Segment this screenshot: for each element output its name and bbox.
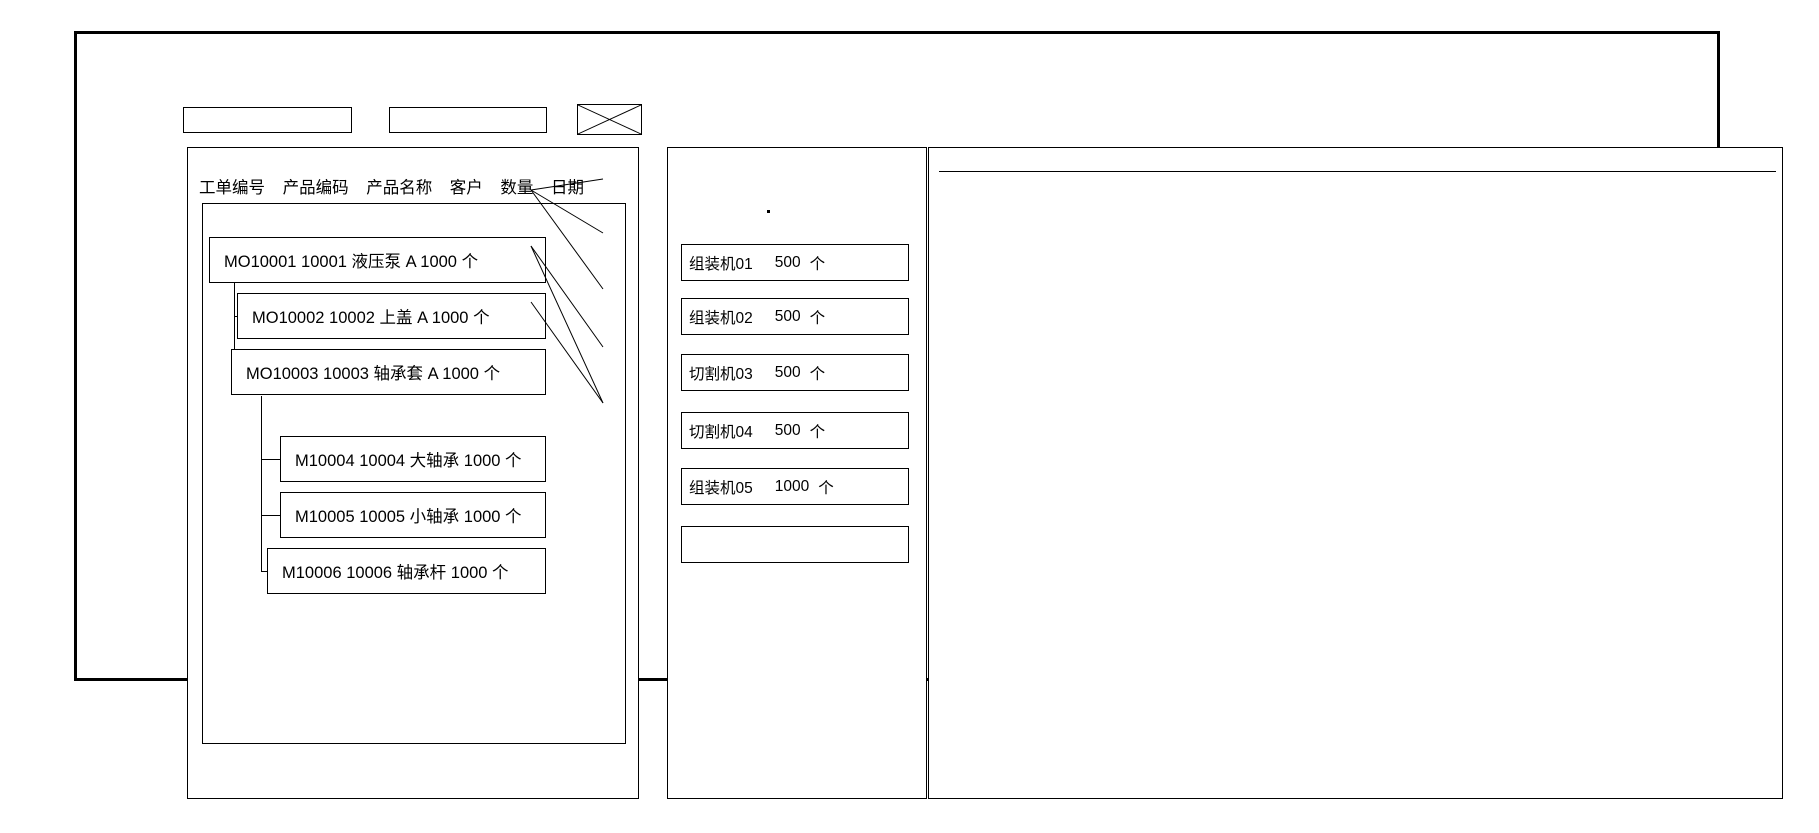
tree-node-label: M10006 10006 轴承杆 1000 个 [282, 564, 509, 582]
tree-node-label: M10005 10005 小轴承 1000 个 [295, 508, 522, 526]
tree-node-work-order[interactable]: MO10001 10001 液压泵 A 1000 个 [209, 237, 546, 283]
machine-quantity: 500 [774, 253, 801, 271]
tree-node-label: MO10001 10001 液压泵 A 1000 个 [224, 253, 479, 271]
tree-connector-vertical-2 [261, 396, 262, 572]
detail-panel [928, 147, 1783, 799]
machine-name: 组装机01 [689, 255, 753, 273]
machine-unit: 个 [809, 365, 826, 383]
column-header-customer: 客户 [449, 179, 483, 197]
machine-item[interactable]: 切割机04 500 个 [681, 412, 909, 449]
column-header-date: 日期 [550, 179, 584, 197]
machine-unit: 个 [809, 423, 826, 441]
tree-connector-horizontal-3 [261, 459, 280, 460]
column-header-product-code: 产品编码 [282, 179, 349, 197]
tree-node-label: M10004 10004 大轴承 1000 个 [295, 452, 522, 470]
machine-item[interactable]: 组装机05 1000 个 [681, 468, 909, 505]
machine-name: 组装机05 [689, 479, 753, 497]
tree-node-work-order[interactable]: MO10003 10003 轴承套 A 1000 个 [231, 349, 546, 395]
work-order-panel: 工单编号 产品编码 产品名称 客户 数量 日期 MO10001 [187, 147, 639, 799]
column-header-quantity: 数量 [500, 179, 534, 197]
machine-quantity: 500 [774, 307, 801, 325]
machine-quantity: 1000 [774, 477, 810, 495]
window-frame: 工单编号 产品编码 产品名称 客户 数量 日期 MO10001 [74, 31, 1783, 799]
machine-name: 切割机03 [689, 365, 753, 383]
column-header-order-no: 工单编号 [199, 179, 265, 197]
tree-node-work-order[interactable]: MO10002 10002 上盖 A 1000 个 [237, 293, 546, 339]
column-header-row: 工单编号 产品编码 产品名称 客户 数量 日期 [199, 174, 584, 198]
column-header-product-name: 产品名称 [366, 179, 433, 197]
machine-quantity: 500 [774, 363, 801, 381]
machine-item[interactable]: 组装机01 500 个 [681, 244, 909, 281]
machine-unit: 个 [818, 479, 834, 497]
tree-node-work-order[interactable]: M10004 10004 大轴承 1000 个 [280, 436, 546, 482]
machine-name: 切割机04 [689, 423, 753, 441]
machine-schedule-panel: 组装机01 500 个 组装机02 500 个 切割机03 500 个 切割机0… [667, 147, 927, 799]
tree-node-work-order[interactable]: M10006 10006 轴承杆 1000 个 [267, 548, 546, 594]
tree-node-label: MO10002 10002 上盖 A 1000 个 [252, 309, 490, 327]
machine-item-empty[interactable] [681, 526, 909, 563]
machine-unit: 个 [809, 255, 826, 273]
detail-panel-header-divider [939, 171, 1776, 172]
tree-node-label: MO10003 10003 轴承套 A 1000 个 [246, 365, 501, 383]
toolbar-field-1[interactable] [183, 107, 352, 133]
tree-connector-horizontal-4 [261, 515, 280, 516]
tree-node-work-order[interactable]: M10005 10005 小轴承 1000 个 [280, 492, 546, 538]
machine-unit: 个 [809, 309, 826, 327]
image-placeholder-icon[interactable] [577, 104, 642, 135]
cross-diagonals-icon [578, 105, 641, 134]
machine-item[interactable]: 切割机03 500 个 [681, 354, 909, 391]
machine-quantity: 500 [774, 421, 801, 439]
machine-name: 组装机02 [689, 309, 753, 327]
marker-dot-icon [767, 210, 770, 213]
toolbar-field-2[interactable] [389, 107, 547, 133]
machine-item[interactable]: 组装机02 500 个 [681, 298, 909, 335]
work-order-tree: MO10001 10001 液压泵 A 1000 个 MO10002 10002… [202, 203, 626, 744]
